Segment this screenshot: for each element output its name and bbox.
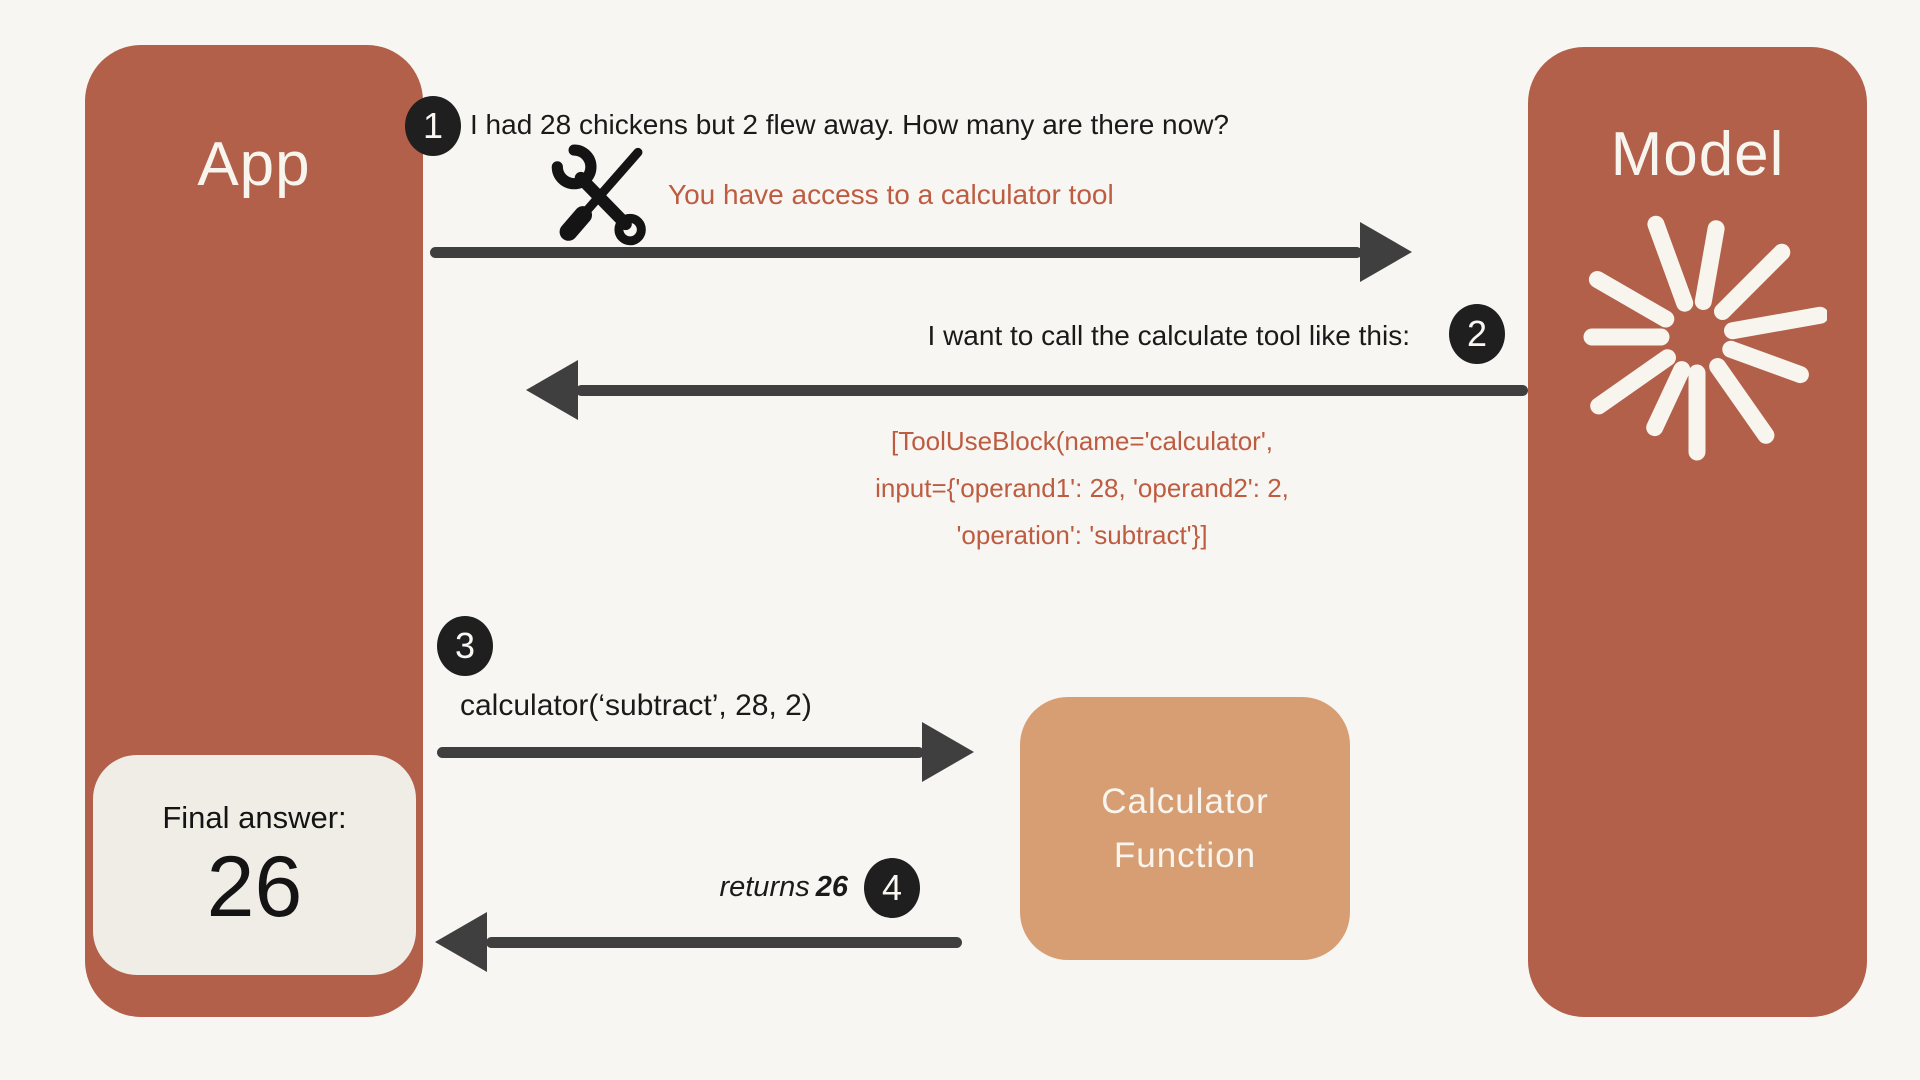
step-1-number: 1: [422, 105, 444, 146]
step-3-badge: 3: [437, 616, 493, 676]
final-answer-label: Final answer:: [162, 799, 347, 835]
tool-use-block-code-line3: 'operation': 'subtract'}]: [956, 520, 1208, 550]
step-4-return-value: 26: [815, 871, 848, 903]
arrow-calculator-to-app-head: [435, 912, 487, 972]
step-4-returns-text: returns: [719, 871, 810, 903]
calculator-function-node: Calculator Function: [1020, 697, 1350, 960]
app-node-label: App: [197, 130, 311, 199]
arrow-app-to-calculator-head: [922, 722, 974, 782]
step-4-number: 4: [881, 867, 903, 908]
tool-use-block-code: [ToolUseBlock(name='calculator', input={…: [782, 418, 1382, 559]
final-answer-box: Final answer: 26: [93, 755, 416, 975]
starburst-icon: [1583, 215, 1827, 461]
step-2-badge: 2: [1449, 304, 1505, 364]
step-2-message: I want to call the calculate tool like t…: [927, 320, 1410, 351]
calculator-node-label-line2: Function: [1113, 835, 1257, 875]
arrow-app-to-model-shaft: [430, 247, 1362, 258]
final-answer-value: 26: [206, 838, 303, 935]
calculator-node-label-line1: Calculator: [1101, 782, 1269, 822]
tool-use-block-code-line1: [ToolUseBlock(name='calculator',: [890, 426, 1274, 456]
step-3-message: calculator(‘subtract’, 28, 2): [460, 689, 812, 722]
step-1-badge: 1: [405, 96, 461, 156]
step-3-number: 3: [454, 625, 476, 666]
arrow-model-to-app-shaft: [576, 385, 1528, 396]
arrow-calculator-to-app-shaft: [486, 937, 962, 948]
tools-icon: [551, 144, 646, 246]
model-node: Model: [1528, 47, 1867, 1017]
model-node-label: Model: [1610, 120, 1785, 189]
arrow-app-to-model-head: [1360, 222, 1412, 282]
step-1-system-note: You have access to a calculator tool: [668, 179, 1114, 210]
tool-use-block-code-line2: input={'operand1': 28, 'operand2': 2,: [875, 473, 1289, 503]
arrow-app-to-calculator-shaft: [437, 747, 924, 758]
step-4-badge: 4: [864, 858, 920, 918]
arrow-model-to-app-head: [526, 360, 578, 420]
step-2-number: 2: [1466, 313, 1488, 354]
step-1-message: I had 28 chickens but 2 flew away. How m…: [470, 109, 1229, 140]
